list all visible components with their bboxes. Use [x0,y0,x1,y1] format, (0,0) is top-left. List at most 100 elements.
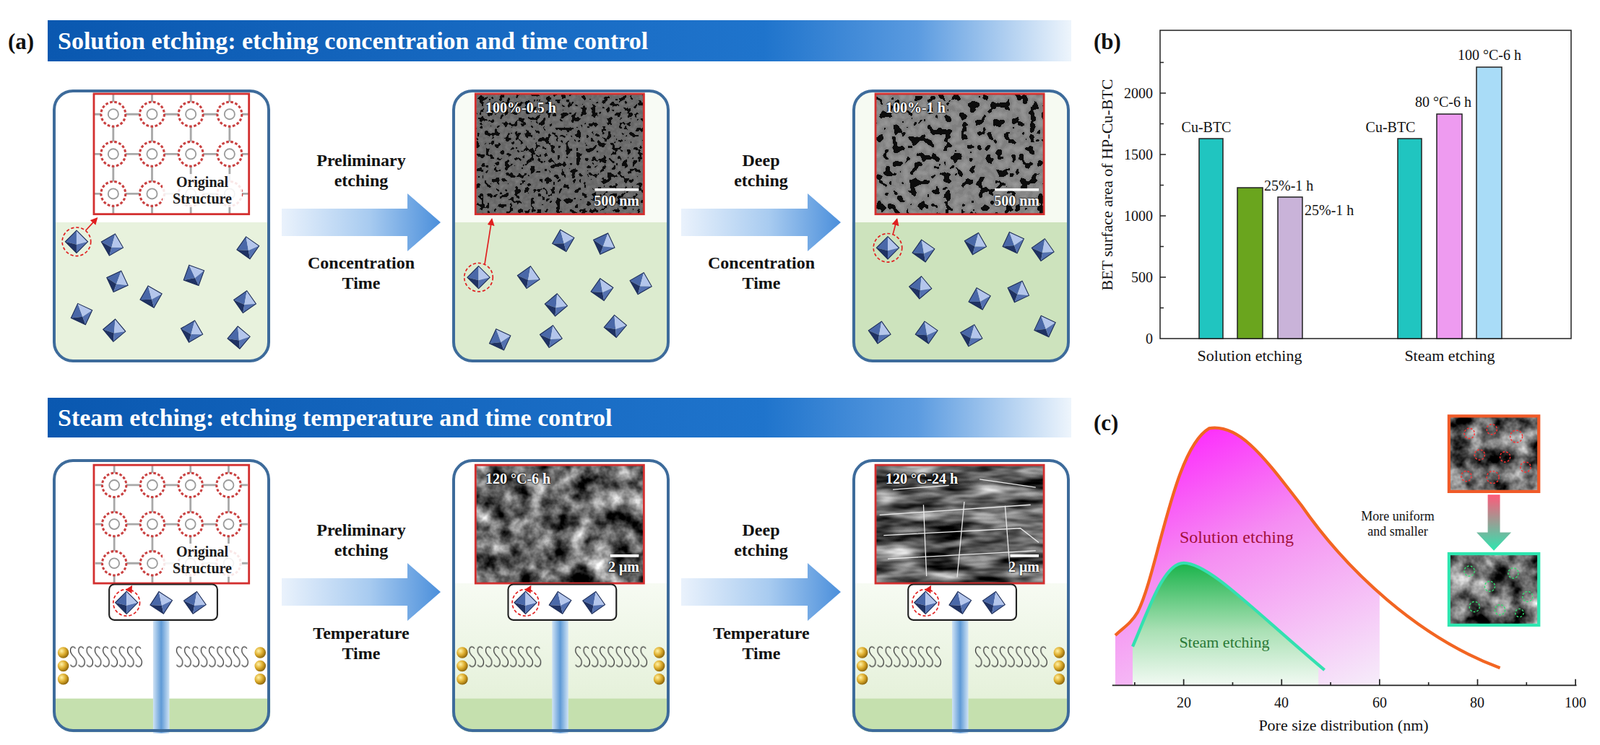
scaled-artwork [52,89,271,362]
crystal-group [589,229,619,259]
title-banner: Steam etching: etching temperature and t… [47,398,1072,438]
bar-chart [1160,307,1164,310]
bar-chart [1199,67,1502,339]
crystal-group [965,285,994,313]
process-arrow [681,563,841,622]
banner-title: Steam etching: etching temperature and t… [47,398,1072,438]
x-axis [1525,682,1528,686]
scaled-artwork [93,93,250,215]
curve-label: Solution etching [1179,528,1294,549]
bar-chart [1160,30,1572,339]
sem-condition: 100%-0.5 h [485,99,557,117]
plate-edges [923,504,927,577]
scaled-artwork [93,93,250,215]
arrow-sublabel: Temperature Time [712,624,810,664]
plate-edges [879,504,1031,516]
crystal-group [65,230,88,253]
plate-edges [957,502,965,578]
axis-tick-label: 40 [1274,694,1289,712]
axis-tick-label: 80 [1469,694,1485,712]
arrow-sublabel: Concentration Time [307,253,415,294]
scaled-artwork [1132,563,1319,687]
bar-chart [1199,138,1223,339]
scaled-artwork [852,222,1070,363]
x-axis [1232,682,1234,686]
panel-letter: (b) [1093,28,1122,55]
bar-chart [1160,62,1164,64]
pore-marks [1510,430,1523,443]
etching-panel: 120 °C-24 h2 μm [852,459,1070,733]
scaled-artwork [93,93,250,215]
scaled-artwork [610,554,640,558]
scale-bar-label: 500 nm [993,192,1040,210]
category-label: Solution etching [1197,346,1303,365]
plate-edges [979,479,1036,488]
bar-chart [1476,67,1502,339]
pore-marks [1515,608,1524,617]
arrow-label: Preliminary etching [316,520,406,561]
pore-marks [1461,471,1472,482]
scaled-artwork [1449,554,1539,626]
bar-chart [1160,184,1164,187]
arrow-label: Deep etching [733,150,789,191]
bar-chart [1160,92,1166,94]
scaled-artwork [1115,428,1501,669]
bar-chart [1160,276,1166,279]
curve-label: Steam etching [1178,633,1270,652]
crystal-group [467,266,490,289]
crystal-group [98,231,126,259]
x-axis [1574,679,1577,686]
crystal-group [543,292,569,318]
scaled-artwork [452,584,670,740]
pore-marks [1486,471,1499,484]
bar-chart [1160,215,1166,217]
scaled-artwork [852,89,1070,362]
title-banner: Solution etching: etching concentration … [47,20,1072,62]
scaled-artwork [93,465,250,584]
banner-title: Solution etching: etching concentration … [47,20,1072,62]
crystal-group [626,270,655,298]
scaled-artwork [475,465,644,584]
callout-marks [873,233,903,263]
scaled-artwork [1449,416,1539,492]
etching-panel: Original Structure [52,459,271,733]
x-axis [1428,682,1430,686]
x-axis [1378,679,1381,686]
crystal-group [999,228,1028,258]
callout-marks [484,219,492,265]
bar-label: Cu-BTC [1181,119,1232,136]
inset-caption: Original Structure [162,543,242,578]
axis-tick-label: 0 [1145,330,1153,348]
callout-marks [464,262,494,292]
scaled-artwork [994,188,1039,192]
sem-condition: 120 °C-24 h [885,470,958,488]
process-arrow [281,193,441,252]
scaled-artwork [1449,416,1539,492]
bar-chart [1160,62,1166,309]
crystal-group [485,325,515,354]
bar-chart [1160,153,1166,156]
process-arrow [281,563,441,622]
axis-tick-label: 20 [1176,694,1192,712]
scaled-artwork [875,93,1044,215]
scaled-artwork [95,465,248,584]
scale-bar-label: 2 μm [608,559,640,576]
crystal-group [549,226,578,255]
sem-condition: 100%-1 h [885,99,946,117]
axis-tick-label: 2000 [1123,85,1153,102]
x-axis [1183,679,1185,686]
etching-panel: 120 °C-6 h2 μm [452,459,670,733]
callout-marks [62,227,92,257]
panel-letter: (c) [1093,410,1119,437]
scaled-artwork [1010,554,1040,558]
bar-chart [1160,246,1164,248]
inset-caption: Original Structure [162,174,242,208]
axis-tick-label: 60 [1372,694,1387,712]
scaled-artwork [875,465,1044,584]
etching-panel: Original Structure [52,89,271,363]
scaled-artwork [52,222,271,363]
pore-marks [1486,424,1497,435]
scaled-artwork [1115,428,1380,687]
pore-marks [1522,591,1533,602]
